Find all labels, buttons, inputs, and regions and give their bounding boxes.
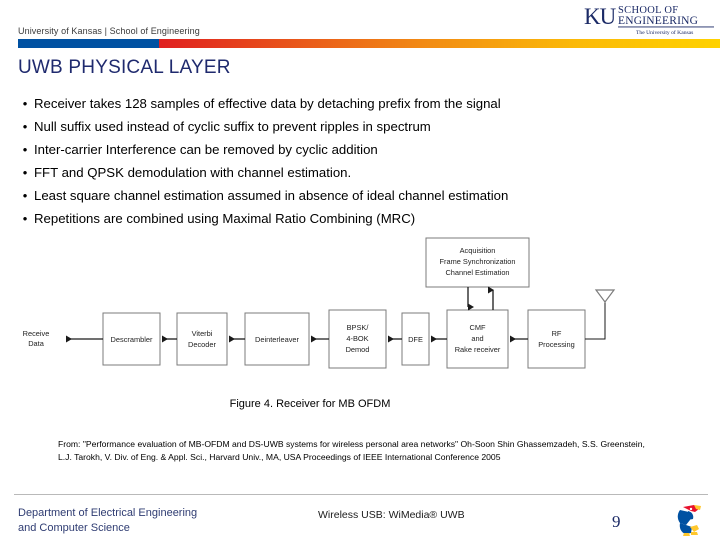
- antenna-icon: [594, 289, 616, 303]
- block-bpsk-demod-box: [328, 309, 387, 369]
- block-bpsk-demod-label: Demod: [346, 345, 370, 354]
- block-acquisition-label: Acquisition: [460, 246, 496, 255]
- brand-bar-gradient-segment: [159, 39, 720, 48]
- ku-school-of-engineering-logo: KU SCHOOL OF ENGINEERING The University …: [584, 2, 716, 36]
- list-item-label: Repetitions are combined using Maximal R…: [34, 211, 416, 226]
- list-item: • Least square channel estimation assume…: [16, 184, 676, 207]
- brand-bar-blue-segment: [18, 39, 159, 48]
- receiver-block-diagram: Receive Data Descrambler Viterbi Decoder…: [0, 228, 720, 388]
- figure-caption: Figure 4. Receiver for MB OFDM: [229, 398, 391, 410]
- block-viterbi-decoder-label: Viterbi: [192, 329, 213, 338]
- block-cmf-rake-label: Rake receiver: [455, 345, 501, 354]
- bullet-list: • Receiver takes 128 samples of effectiv…: [16, 92, 676, 230]
- bullet-marker-icon: •: [22, 188, 28, 203]
- block-rf-processing-label: RF: [552, 329, 562, 338]
- brand-color-bar: [18, 39, 720, 48]
- list-item-label: Null suffix used instead of cyclic suffi…: [34, 119, 431, 134]
- block-rf-processing-label: Processing: [538, 340, 575, 349]
- list-item: • Null suffix used instead of cyclic suf…: [16, 115, 676, 138]
- block-dfe-label: DFE: [408, 335, 423, 344]
- svg-text:KU: KU: [584, 4, 617, 29]
- block-acquisition-label: Frame Synchronization: [440, 257, 516, 266]
- list-item: • FFT and QPSK demodulation with channel…: [16, 161, 676, 184]
- block-viterbi-decoder-box: [176, 312, 228, 366]
- footer-department-line1: Department of Electrical Engineering: [18, 507, 198, 519]
- list-item-label: Receiver takes 128 samples of effective …: [34, 96, 501, 111]
- block-cmf-rake-box: [446, 309, 509, 369]
- antenna-feed-line: [585, 302, 606, 340]
- bullet-marker-icon: •: [22, 119, 28, 134]
- list-item-label: Inter-carrier Interference can be remove…: [34, 142, 378, 157]
- footer-subject: Wireless USB: WiMedia® UWB: [318, 509, 465, 521]
- bullet-marker-icon: •: [22, 142, 28, 157]
- jayhawk-mascot-icon: [670, 503, 706, 537]
- footer-department-line2: and Computer Science: [18, 522, 130, 534]
- citation-text: From: "Performance evaluation of MB-OFDM…: [58, 439, 645, 462]
- list-item-label: Least square channel estimation assumed …: [34, 188, 509, 203]
- logo-line2: ENGINEERING: [618, 15, 698, 27]
- bullet-marker-icon: •: [22, 96, 28, 111]
- logo-line1: SCHOOL OF: [618, 5, 678, 16]
- page-title: UWB PHYSICAL LAYER: [18, 57, 231, 78]
- list-item: • Receiver takes 128 samples of effectiv…: [16, 92, 676, 115]
- list-item-label: FFT and QPSK demodulation with channel e…: [34, 165, 352, 180]
- list-item: • Repetitions are combined using Maximal…: [16, 207, 676, 230]
- bullet-marker-icon: •: [22, 211, 28, 226]
- footer-divider: [14, 494, 708, 495]
- block-rf-processing-box: [527, 309, 586, 369]
- logo-line3: The University of Kansas: [636, 29, 693, 36]
- footer-department: Department of Electrical Engineering and…: [18, 506, 197, 536]
- block-bpsk-demod-label: BPSK/: [347, 323, 370, 332]
- bullet-marker-icon: •: [22, 165, 28, 180]
- diagram-output-label: Data: [28, 339, 45, 348]
- block-bpsk-demod-label: 4-BOK: [346, 334, 368, 343]
- block-descrambler-label: Descrambler: [111, 335, 153, 344]
- block-acquisition-label: Channel Estimation: [445, 268, 509, 277]
- block-viterbi-decoder-label: Decoder: [188, 340, 216, 349]
- block-descrambler-box: [102, 312, 161, 366]
- list-item: • Inter-carrier Interference can be remo…: [16, 138, 676, 161]
- block-deinterleaver-box: [244, 312, 310, 366]
- diagram-output-label: Receive: [23, 329, 50, 338]
- block-deinterleaver-label: Deinterleaver: [255, 335, 299, 344]
- block-acquisition-box: [425, 237, 530, 288]
- page-number: 9: [612, 512, 621, 531]
- header-subtitle: University of Kansas | School of Enginee…: [18, 26, 200, 36]
- block-cmf-rake-label: and: [471, 334, 483, 343]
- block-cmf-rake-label: CMF: [469, 323, 485, 332]
